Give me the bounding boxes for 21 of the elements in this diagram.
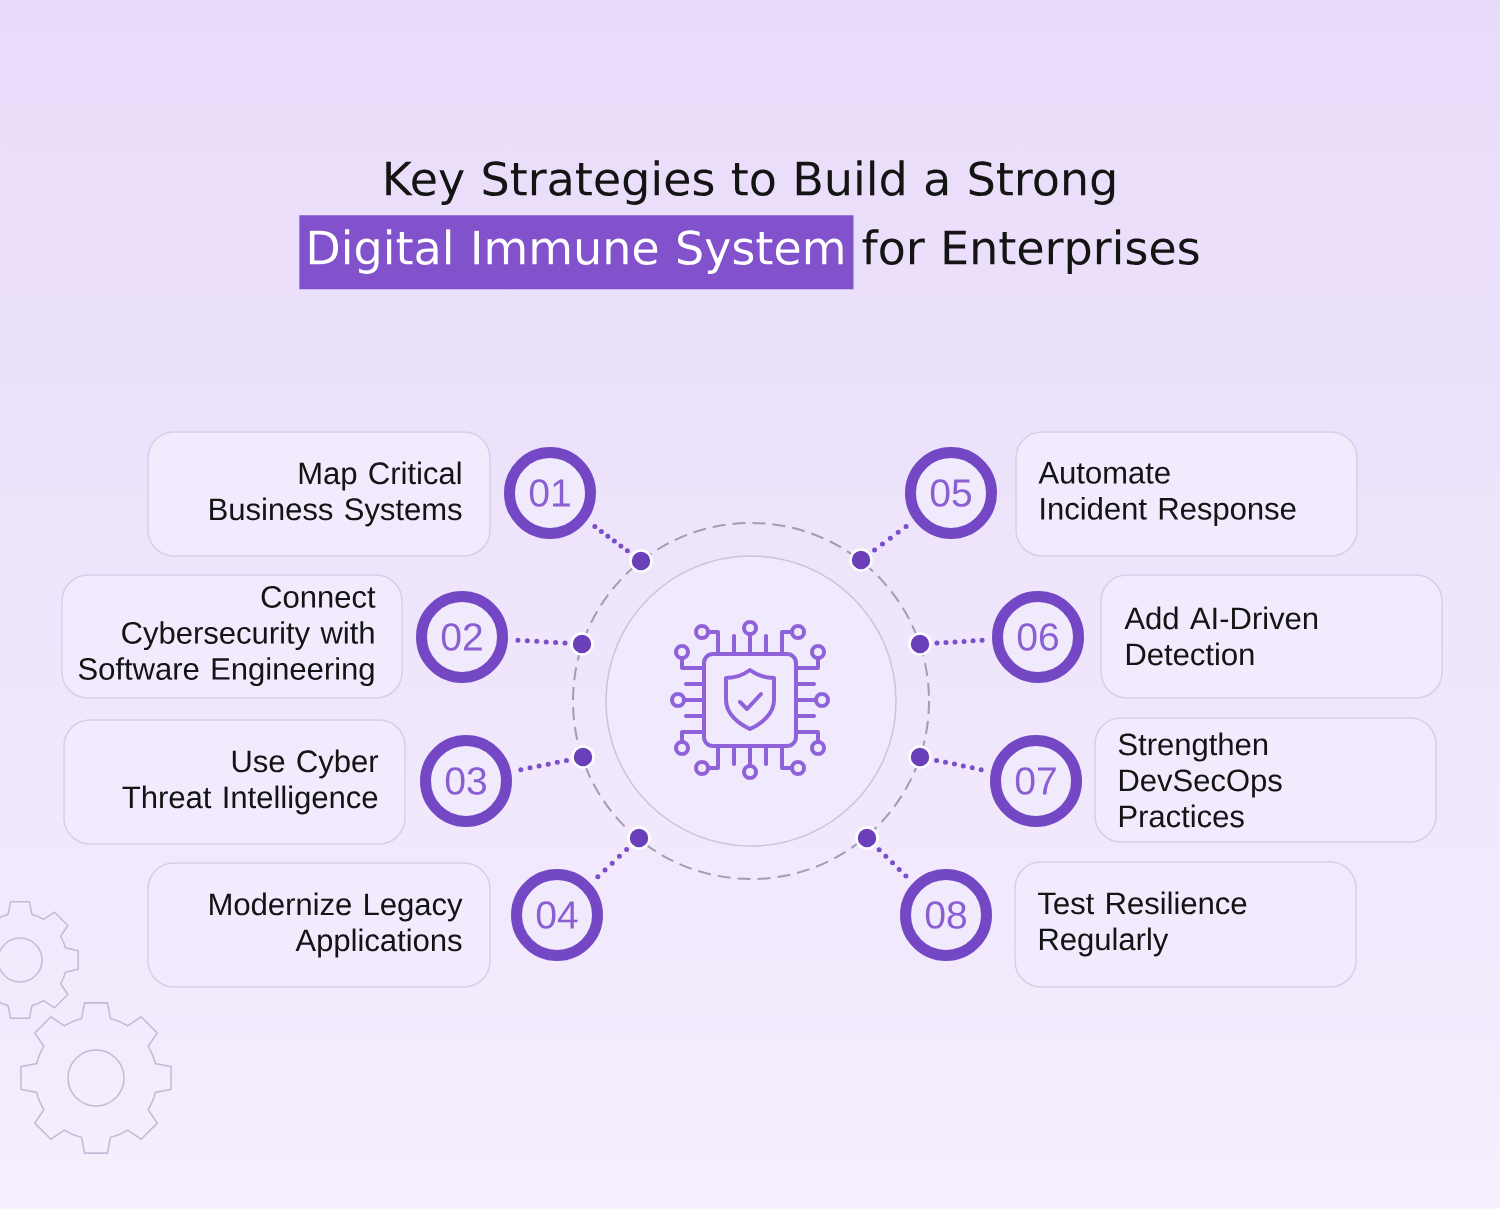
number-badge: 08: [900, 869, 992, 961]
strategy-card: Connect Cybersecurity with Software Engineering: [61, 574, 403, 699]
strategy-card: Map Critical Business Systems: [147, 431, 491, 557]
strategy-card: Use Cyber Threat Intelligence: [63, 719, 406, 845]
number-badge: 03: [420, 735, 512, 827]
dotted-line: [518, 757, 570, 773]
strategy-card: Add AI-Driven Detection: [1100, 574, 1443, 699]
strategy-card: Test Resilience Regularly: [1014, 861, 1357, 988]
dotted-line: [933, 757, 984, 773]
strategy-card: Strengthen DevSecOps Practices: [1094, 717, 1437, 843]
dotted-line: [934, 637, 985, 646]
title: Key Strategies to Build a Strong Digital Immune System for Enterprises: [299, 160, 1199, 290]
number-badge: 02: [416, 591, 508, 683]
strategy-card: Automate Incident Response: [1015, 431, 1358, 557]
number-badge: 05: [905, 447, 997, 539]
number-badge: 06: [992, 591, 1084, 683]
strategy-card: Modernize Legacy Applications: [147, 862, 491, 988]
number-badge: 01: [504, 447, 596, 539]
dotted-line: [515, 637, 568, 646]
number-badge: 07: [990, 735, 1082, 827]
number-badge: 04: [511, 869, 603, 961]
